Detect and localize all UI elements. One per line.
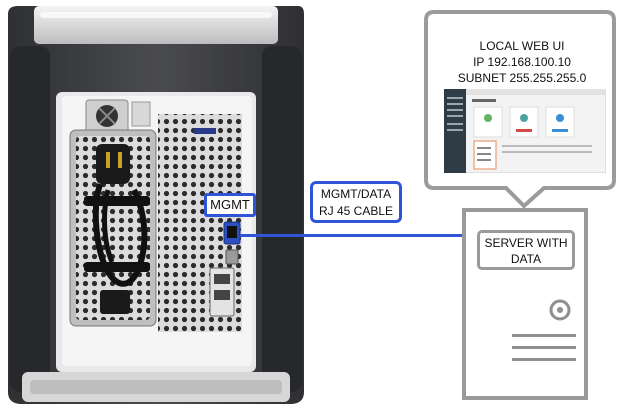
storage-device <box>8 6 304 404</box>
cable-label-line2: RJ 45 CABLE <box>318 204 394 218</box>
callout-title: LOCAL WEB UI <box>479 39 565 53</box>
callout-text: LOCAL WEB UI IP 192.168.100.10 SUBNET 25… <box>430 38 614 86</box>
cable-label-line1: MGMT/DATA <box>320 187 392 201</box>
server-label-line1: SERVER WITH <box>484 236 568 250</box>
callout-subnet: SUBNET 255.255.255.0 <box>457 71 587 85</box>
mgmt-port-label: MGMT <box>204 193 256 217</box>
web-ui-thumbnail <box>444 89 606 173</box>
rj45-cable-line <box>240 234 478 237</box>
cable-label: MGMT/DATA RJ 45 CABLE <box>310 181 402 223</box>
server-label: SERVER WITH DATA <box>477 230 575 270</box>
mgmt-port-text: MGMT <box>210 197 250 212</box>
callout-ip: IP 192.168.100.10 <box>473 55 571 69</box>
server-label-line2: DATA <box>510 252 542 266</box>
